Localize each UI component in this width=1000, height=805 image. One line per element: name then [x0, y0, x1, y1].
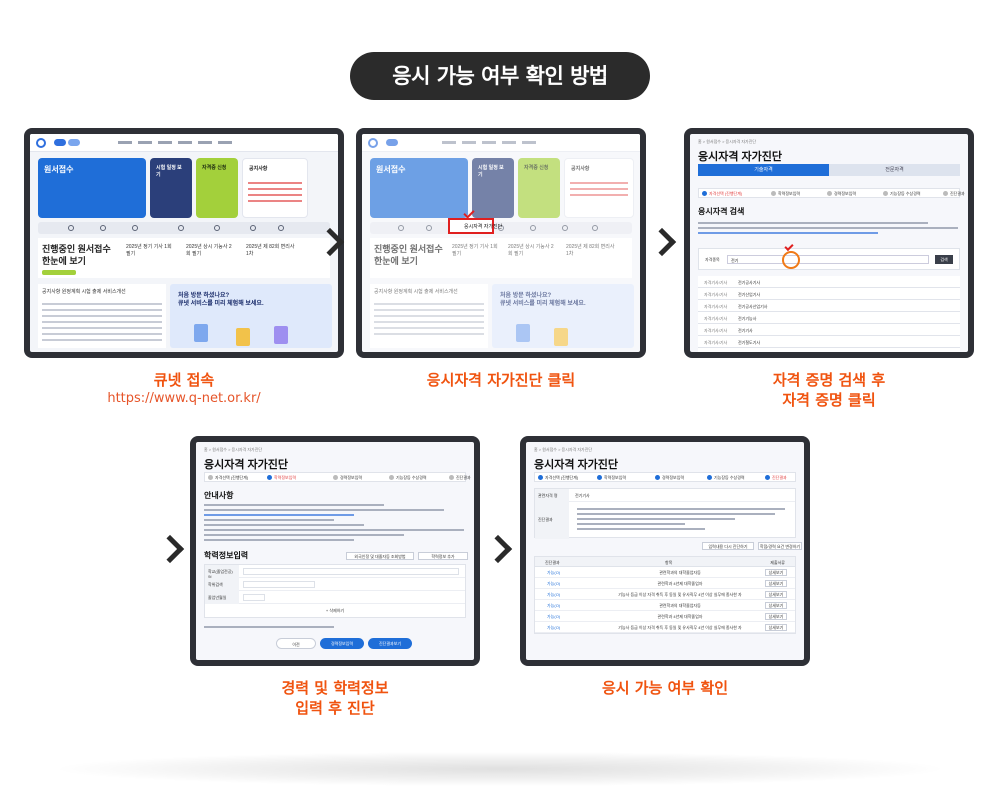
chevron-right-icon: [647, 227, 677, 257]
detail-button[interactable]: 상세보기: [765, 602, 787, 609]
notice-list: 공지사항 원정계획 시험 출제 서비스개선: [38, 284, 166, 348]
highlight-circle-icon: [782, 251, 800, 269]
career-info-button[interactable]: 경력정보입력: [320, 638, 364, 649]
education-form: 학교(졸업전공)명 학위검색 졸업년월일 + 삭제하기: [204, 564, 466, 618]
status-badge: 가능(O): [547, 614, 561, 619]
school-name-input[interactable]: [243, 568, 459, 575]
detail-button[interactable]: 상세보기: [765, 569, 787, 576]
tab-professional[interactable]: 전문자격: [829, 164, 960, 176]
detail-button[interactable]: 상세보기: [765, 613, 787, 620]
exam-schedule-card[interactable]: 시험 일정 보기: [150, 158, 192, 218]
menu-icon[interactable]: [214, 225, 220, 231]
search-icon[interactable]: [132, 225, 138, 231]
quick-menu: [38, 222, 330, 234]
qnet-logo-icon: [368, 138, 378, 148]
qnet-url-link[interactable]: https://www.q-net.or.kr/: [107, 391, 261, 406]
status-badge: 가능(O): [547, 603, 561, 608]
site-header: [30, 134, 338, 152]
change-requirement-button[interactable]: 학점/경력 요건 변경하기: [758, 542, 802, 550]
self-diagnosis-menu-highlight[interactable]: 응시자격 자가진단: [448, 218, 502, 234]
chevron-right-icon: [483, 534, 513, 564]
screenshot-education-input: 홈 > 원서접수 > 응시자격 자가진단 응시자격 자가진단 자격선택 (진행단…: [190, 436, 480, 666]
table-row: 가능(O)기능사 등급 이상 자격 취득 후 동일 및 유사직무 4년 이상 실…: [535, 622, 795, 633]
search-button[interactable]: 검색: [935, 255, 953, 264]
add-education-button[interactable]: 학력정보 추가: [418, 552, 468, 560]
prev-button[interactable]: 이전: [276, 638, 316, 649]
step1-caption: 큐넷 접속: [153, 371, 215, 389]
view-result-button[interactable]: 진단결과보기: [368, 638, 412, 649]
qualification-search-input[interactable]: 전기: [727, 255, 929, 264]
status-badge: 가능(O): [547, 625, 561, 630]
search-result-row[interactable]: 자격기사/기사전기기능장: [698, 348, 960, 352]
step2-caption: 응시자격 자가진단 클릭: [426, 371, 576, 389]
graduation-date-input[interactable]: [243, 594, 265, 601]
certificate-card[interactable]: 자격증 신청: [196, 158, 238, 218]
qualification-search: 자격종목 전기 검색: [698, 248, 960, 270]
progress-steps: 자격선택 (진행단계) 학력정보입력 경력정보입력 기능장등 수상경력 진단결과: [698, 188, 965, 198]
menu-icon[interactable]: [68, 225, 74, 231]
page-title: 응시 가능 여부 확인 방법: [350, 52, 650, 100]
apply-card[interactable]: 원서접수: [38, 158, 146, 218]
qnet-logo-icon: [36, 138, 46, 148]
apply-button[interactable]: [42, 270, 76, 275]
chevron-right-icon: [155, 534, 185, 564]
menu-icon[interactable]: [250, 225, 256, 231]
delete-education-button[interactable]: + 삭제하기: [325, 608, 345, 613]
degree-select[interactable]: [243, 581, 315, 588]
table-row: 가능(O)기능사 등급 이상 자격 취득 후 동일 및 유사직무 4년 이상 실…: [535, 589, 795, 600]
screenshot-qualification-search: 홈 > 원서접수 > 응시자격 자가진단 응시자격 자가진단 기술자격 전문자격…: [684, 128, 974, 358]
detail-button[interactable]: 상세보기: [765, 624, 787, 631]
promo-banner[interactable]: 처음 방문 하셨나요?큐넷 서비스를 미리 체험해 보세요.: [170, 284, 332, 348]
tab-technical[interactable]: 기술자격: [698, 164, 829, 176]
screenshot-diagnosis-result: 홈 > 원서접수 > 응시자격 자가진단 응시자격 자가진단 자격선택 (진행단…: [520, 436, 810, 666]
step5-caption: 응시 가능 여부 확인: [601, 679, 729, 697]
breadcrumb: 홈 > 원서접수 > 응시자격 자가진단: [698, 139, 757, 144]
status-badge: 가능(O): [547, 581, 561, 586]
detail-button[interactable]: 상세보기: [765, 580, 787, 587]
notice-card[interactable]: 공지사항: [242, 158, 308, 218]
status-badge: 가능(O): [547, 592, 561, 597]
floor-shadow: [60, 752, 940, 786]
menu-icon[interactable]: [178, 225, 184, 231]
foreign-degree-guide-button[interactable]: 외국인정 및 대졸자등 조회방법: [346, 552, 414, 560]
menu-icon[interactable]: [100, 225, 106, 231]
status-badge: 가능(O): [547, 570, 561, 575]
detail-button[interactable]: 상세보기: [765, 591, 787, 598]
rediagnose-button[interactable]: 입력내용 다시 진단하기: [702, 542, 754, 550]
menu-icon[interactable]: [278, 225, 284, 231]
